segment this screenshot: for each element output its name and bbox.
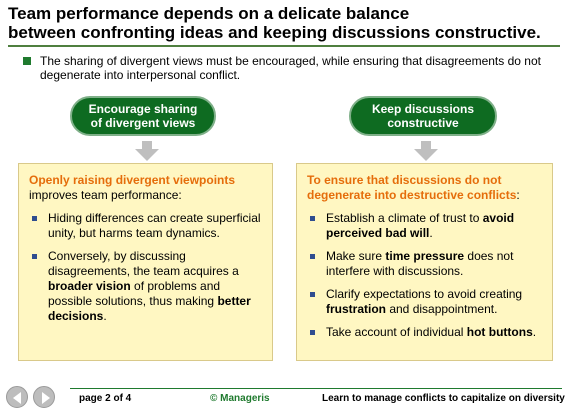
right-pill-line-1: Keep discussions: [371, 102, 475, 116]
footer-divider: [70, 388, 562, 389]
previous-arrow-icon: [13, 392, 21, 404]
bullet-emphasis: better decisions: [48, 294, 251, 323]
bullet-text: .: [429, 226, 433, 240]
bullet-text: Establish a climate of trust to: [326, 211, 483, 225]
list-item: Establish a climate of trust to avoid pe…: [307, 211, 542, 241]
page-number: page 2 of 4: [79, 393, 132, 404]
next-arrow-icon: [42, 392, 50, 404]
left-pill-line-2: of divergent views: [90, 116, 196, 130]
next-page-button[interactable]: [33, 386, 55, 408]
left-lead-highlight: Openly raising divergent viewpoints: [29, 173, 236, 187]
bullet-emphasis: hot buttons: [466, 325, 533, 339]
bullet-text: does not interfere with discussions.: [326, 249, 514, 278]
copyright: © Manageris: [210, 393, 270, 404]
down-arrow-icon: [135, 141, 159, 161]
bullet-emphasis: frustration: [326, 302, 386, 316]
right-lead-highlight: To ensure that discussions do not degene…: [307, 173, 517, 202]
previous-page-button[interactable]: [6, 386, 28, 408]
bullet-icon: [310, 330, 315, 335]
down-arrow-icon: [414, 141, 438, 161]
bullet-icon: [310, 216, 315, 221]
keep-constructive-box: To ensure that discussions do not degene…: [296, 163, 553, 361]
list-item: Hiding differences can create superficia…: [29, 211, 262, 241]
right-pill-line-2: constructive: [387, 116, 459, 130]
bullet-text: Make sure: [326, 249, 386, 263]
left-pill-line-1: Encourage sharing: [88, 102, 198, 116]
bullet-text: Hiding differences can create superficia…: [48, 211, 261, 240]
list-item: Take account of individual hot buttons.: [307, 325, 542, 340]
list-item: Conversely, by discussing disagreements,…: [29, 249, 262, 324]
bullet-emphasis: broader vision: [48, 279, 131, 293]
title-line-2: between confronting ideas and keeping di…: [8, 23, 541, 42]
left-lead: Openly raising divergent viewpoints impr…: [29, 173, 262, 203]
bullet-text: and disappointment.: [386, 302, 498, 316]
title-line-1: Team performance depends on a delicate b…: [8, 4, 410, 23]
bullet-icon: [310, 254, 315, 259]
bullet-icon: [32, 216, 37, 221]
right-lead-rest: :: [516, 188, 520, 202]
list-item: Make sure time pressure does not interfe…: [307, 249, 542, 279]
list-item: Clarify expectations to avoid creating f…: [307, 287, 542, 317]
encourage-sharing-pill: Encourage sharing of divergent views: [70, 96, 216, 136]
keep-constructive-pill: Keep discussions constructive: [349, 96, 497, 136]
right-lead: To ensure that discussions do not degene…: [307, 173, 542, 203]
bullet-text: .: [532, 325, 537, 339]
bullet-emphasis: avoid perceived bad will: [326, 211, 515, 240]
encourage-sharing-box: Openly raising divergent viewpoints impr…: [18, 163, 273, 361]
title-divider: [8, 45, 560, 47]
intro-bullet-icon: [23, 57, 31, 65]
footer-tagline: Learn to manage conflicts to capitalize …: [322, 393, 565, 404]
bullet-emphasis: time pressure: [385, 249, 465, 263]
left-lead-rest: improves team performance:: [29, 188, 182, 202]
bullet-icon: [310, 292, 315, 297]
bullet-text: Take account of individual: [326, 325, 467, 339]
bullet-text: Conversely, by discussing disagreements,…: [48, 249, 239, 278]
bullet-text: Clarify expectations to avoid creating: [326, 287, 523, 301]
intro-text: The sharing of divergent views must be e…: [40, 54, 541, 82]
bullet-icon: [32, 254, 37, 259]
bullet-text: .: [103, 309, 107, 323]
slide-title: Team performance depends on a delicate b…: [8, 4, 560, 42]
bullet-text: of problems and possible solutions, thus…: [48, 279, 221, 308]
